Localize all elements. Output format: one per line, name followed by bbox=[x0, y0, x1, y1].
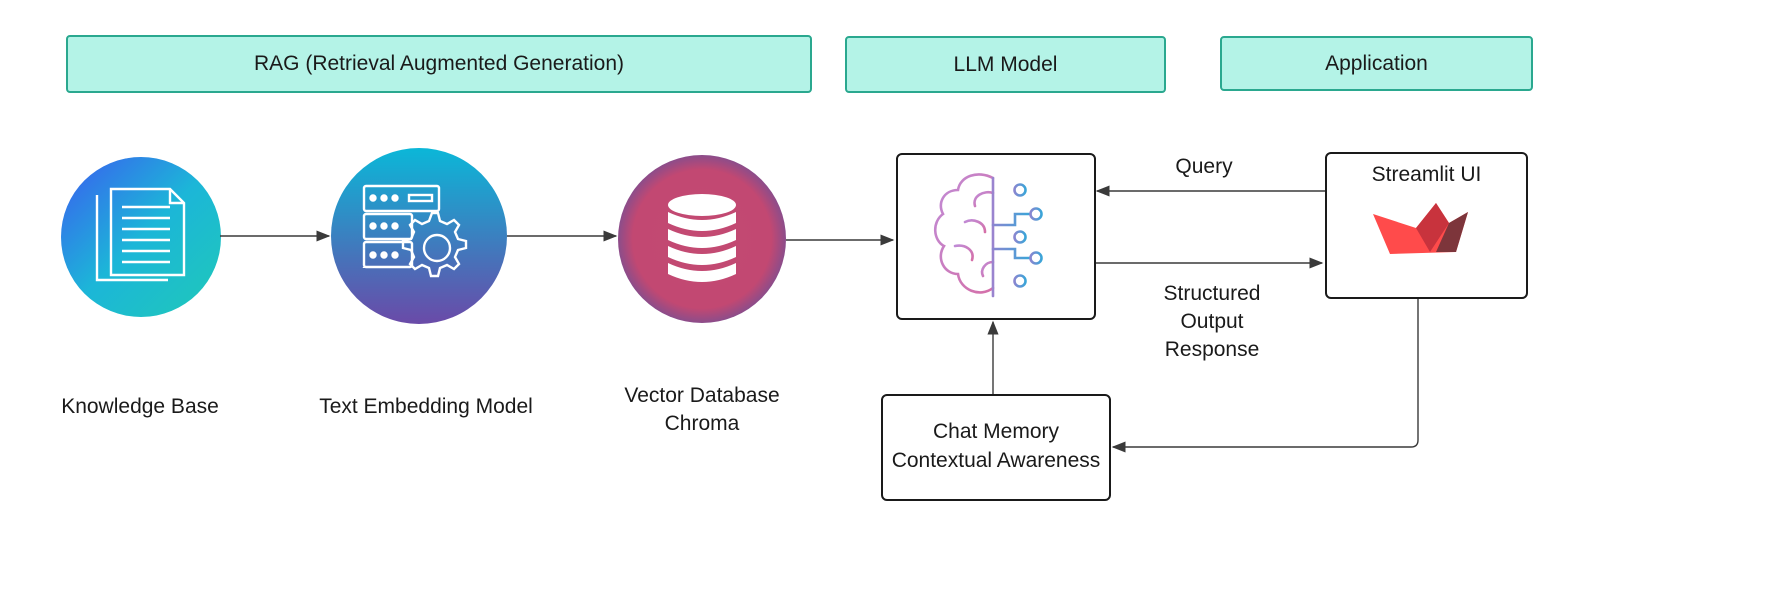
response-edge-label-line2: Output bbox=[1180, 310, 1244, 333]
response-edge-label-line3: Response bbox=[1164, 338, 1260, 361]
header-application: Application bbox=[1220, 36, 1533, 91]
vector-db-node bbox=[618, 155, 786, 323]
streamlit-ui-label: Streamlit UI bbox=[1371, 163, 1482, 186]
header-rag-label: RAG (Retrieval Augmented Generation) bbox=[253, 52, 624, 75]
documents-icon bbox=[95, 187, 186, 282]
vector-db-label-line1: Vector Database bbox=[624, 384, 780, 407]
chat-memory-label-line2: Contextual Awareness bbox=[891, 449, 1101, 472]
response-edge-label-line1: Structured bbox=[1163, 282, 1261, 305]
query-edge-label: Query bbox=[1175, 155, 1233, 178]
edge-streamlit-to-memory bbox=[1111, 299, 1419, 453]
header-rag: RAG (Retrieval Augmented Generation) bbox=[66, 35, 812, 93]
chat-memory-box bbox=[881, 394, 1111, 501]
database-icon bbox=[668, 194, 736, 282]
vector-db-label-line2: Chroma bbox=[664, 412, 740, 435]
brain-circuit-icon bbox=[933, 173, 1043, 298]
knowledge-base-node bbox=[61, 157, 221, 317]
header-application-label: Application bbox=[1325, 51, 1428, 75]
chat-memory-label-line1: Chat Memory bbox=[932, 420, 1060, 443]
header-llm: LLM Model bbox=[845, 36, 1166, 93]
connectors bbox=[220, 185, 1419, 453]
text-embedding-label: Text Embedding Model bbox=[319, 395, 533, 418]
header-llm-label: LLM Model bbox=[953, 52, 1058, 76]
knowledge-base-label: Knowledge Base bbox=[61, 395, 219, 418]
streamlit-logo-icon bbox=[1373, 203, 1468, 254]
server-gear-icon bbox=[362, 184, 468, 278]
text-embedding-node bbox=[331, 148, 507, 324]
